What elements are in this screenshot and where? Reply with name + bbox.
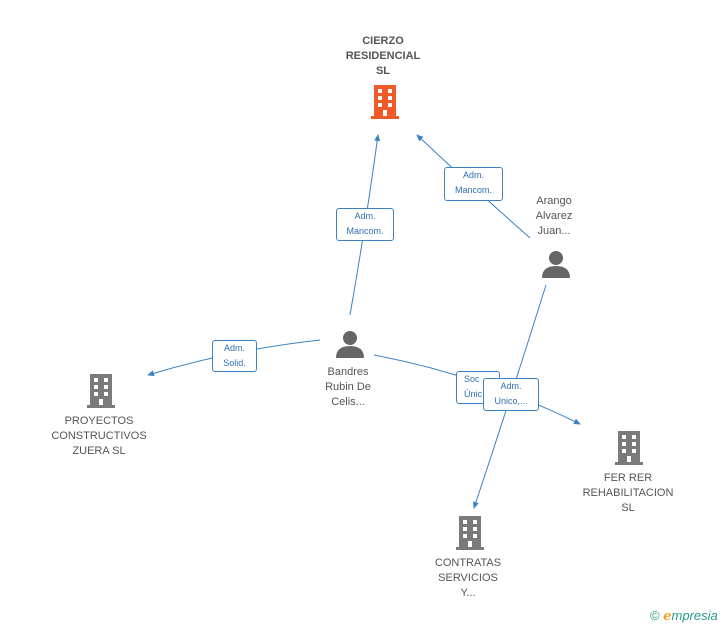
edge-label-arango-cierzo[interactable]: Adm. Mancom.: [444, 167, 503, 201]
node-label-arango[interactable]: Arango Alvarez Juan...: [518, 194, 590, 239]
edge-label-line: Unico,...: [494, 396, 528, 406]
label-line: Celis...: [331, 396, 365, 408]
label-line: Arango: [536, 195, 572, 207]
copyright-icon: ©: [650, 608, 660, 623]
edge-label-line: Solid.: [223, 358, 246, 368]
label-line: CONTRATAS: [434, 557, 502, 569]
edge-label-bandres-proyectos[interactable]: Adm. Solid.: [212, 340, 257, 372]
building-icon[interactable]: [454, 515, 486, 551]
person-icon[interactable]: [334, 329, 366, 359]
node-label-proyectos[interactable]: PROYECTOS CONSTRUCTIVOS ZUERA SL: [36, 414, 162, 459]
node-label-bandres[interactable]: Bandres Rubin De Celis...: [308, 365, 388, 410]
edge-label-line: Adm.: [500, 381, 522, 391]
label-line: FER RER: [603, 472, 653, 484]
label-line: RESIDENCIAL: [345, 50, 421, 62]
label-line: Alvarez: [535, 210, 573, 222]
edge-label-line: Soc: [464, 374, 480, 384]
person-icon[interactable]: [540, 249, 572, 279]
edge-label-bandres-cierzo[interactable]: Adm. Mancom.: [336, 208, 394, 241]
edge-label-bandres-ferrer[interactable]: Soc Únic: [456, 371, 500, 404]
edge-label-arango-contratas[interactable]: Adm. Unico,...: [483, 378, 539, 411]
edge-label-line: Únic: [464, 389, 483, 399]
brand-logo: © empresia: [650, 608, 718, 624]
node-label-cierzo[interactable]: CIERZO RESIDENCIAL SL: [323, 34, 443, 79]
label-line: SL: [375, 65, 391, 77]
edge-label-line: Adm.: [462, 170, 484, 180]
building-icon[interactable]: [369, 84, 401, 120]
edge-label-line: Adm.: [354, 211, 376, 221]
label-line: ZUERA SL: [72, 445, 126, 457]
node-label-ferrer[interactable]: FER RER REHABILITACION SL: [568, 471, 688, 516]
node-label-contratas[interactable]: CONTRATAS SERVICIOS Y...: [418, 556, 518, 601]
label-line: PROYECTOS: [64, 415, 134, 427]
label-line: CIERZO: [362, 35, 404, 47]
label-line: SL: [621, 502, 635, 514]
label-line: Y...: [460, 587, 476, 599]
edge-label-line: Adm.: [223, 343, 245, 353]
label-line: REHABILITACION: [582, 487, 674, 499]
label-line: Juan...: [537, 225, 571, 237]
brand-initial: e: [663, 609, 672, 624]
edge-label-line: Mancom.: [346, 226, 384, 236]
label-line: SERVICIOS: [438, 572, 498, 584]
building-icon[interactable]: [613, 430, 645, 466]
brand-name: mpresia: [671, 608, 718, 623]
label-line: Rubin De: [325, 381, 371, 393]
label-line: Bandres: [327, 366, 369, 378]
label-line: CONSTRUCTIVOS: [51, 430, 147, 442]
edge-label-line: Mancom.: [454, 185, 492, 195]
building-icon[interactable]: [85, 373, 117, 409]
